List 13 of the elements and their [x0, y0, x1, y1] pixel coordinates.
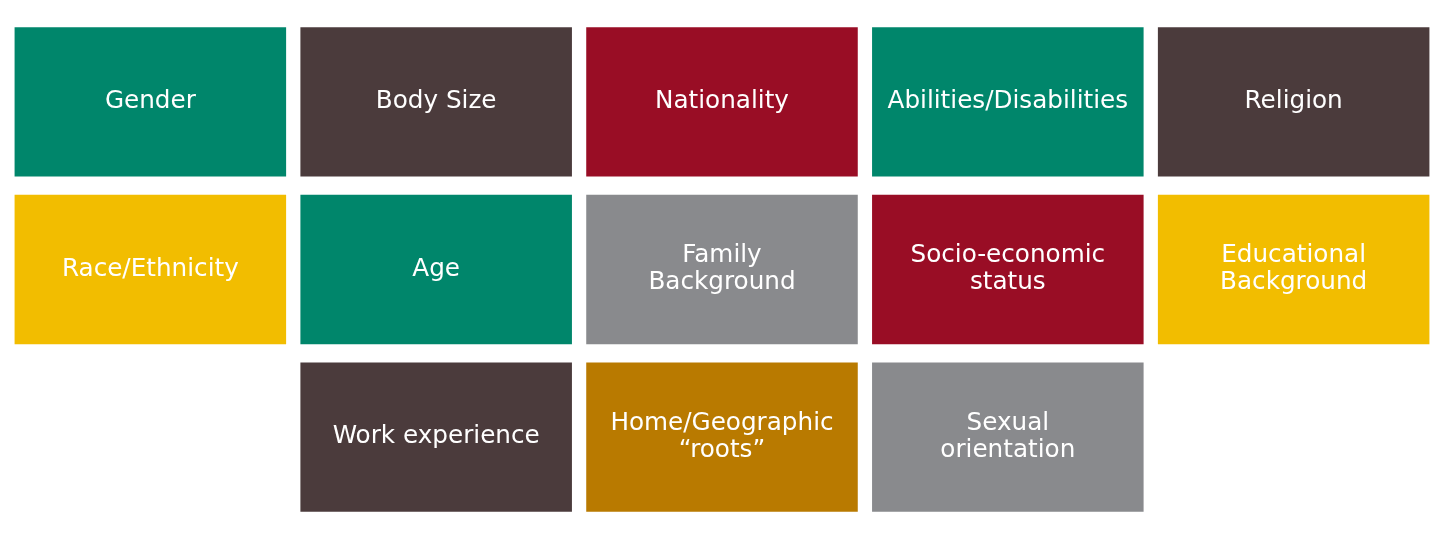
node-box: Socio-economic status	[872, 194, 1144, 345]
node-box: Nationality	[586, 27, 858, 177]
node-box: Gender	[14, 27, 287, 177]
node-box: Sexual orientation	[872, 362, 1144, 512]
node-box: Religion	[1157, 27, 1430, 177]
node-box: Abilities/Disabilities	[872, 27, 1144, 177]
node-box: Educational Background	[1157, 194, 1430, 345]
node-box: Body Size	[300, 27, 572, 177]
node-box: Work experience	[300, 362, 572, 512]
node-box: Race/Ethnicity	[14, 194, 287, 345]
node-box: Home/Geographic “roots”	[586, 362, 858, 512]
node-box: Age	[300, 194, 572, 345]
node-box: Family Background	[586, 194, 858, 345]
